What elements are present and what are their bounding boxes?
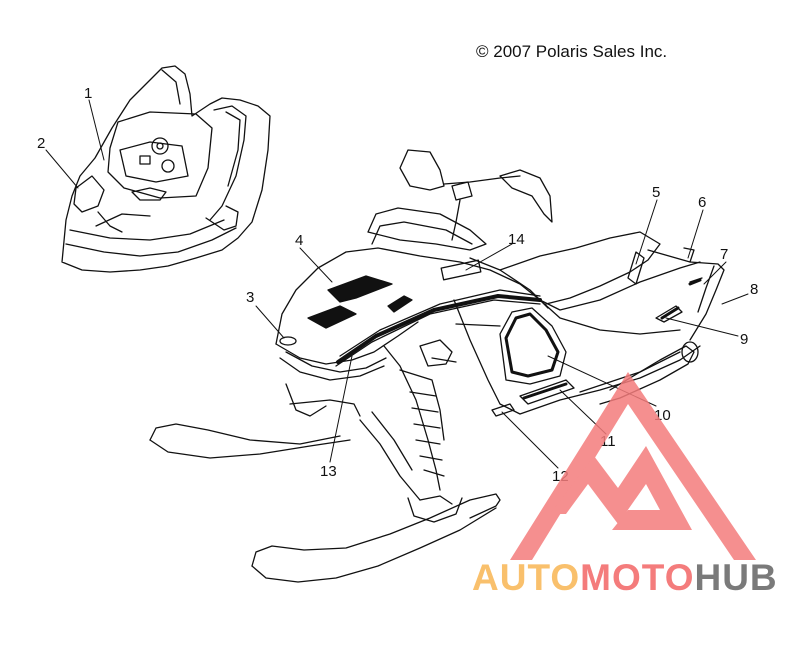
callout-13: 13 <box>320 463 337 480</box>
callout-labels: 1 2 3 4 5 6 7 8 9 10 11 12 13 14 <box>37 85 758 485</box>
copyright-notice: © 2007 Polaris Sales Inc. <box>476 42 668 61</box>
callout-3: 3 <box>246 289 254 306</box>
callout-4: 4 <box>295 232 303 249</box>
callout-14: 14 <box>508 231 525 248</box>
callout-2: 2 <box>37 135 45 152</box>
callout-9: 9 <box>740 331 748 348</box>
watermark-auto: AUTO <box>472 557 581 598</box>
leader-lines <box>45 99 749 469</box>
watermark-moto: MOTO <box>580 557 695 598</box>
callout-8: 8 <box>750 281 758 298</box>
dash-assembly-drawing <box>61 65 271 273</box>
watermark-logo: AUTOMOTOHUB <box>472 557 778 599</box>
watermark-triangle-icon <box>510 372 756 560</box>
watermark-hub: HUB <box>694 557 778 598</box>
callout-1: 1 <box>84 85 92 102</box>
callout-7: 7 <box>720 246 728 263</box>
snowmobile-drawing <box>149 149 725 583</box>
callout-5: 5 <box>652 184 660 201</box>
callout-6: 6 <box>698 194 706 211</box>
